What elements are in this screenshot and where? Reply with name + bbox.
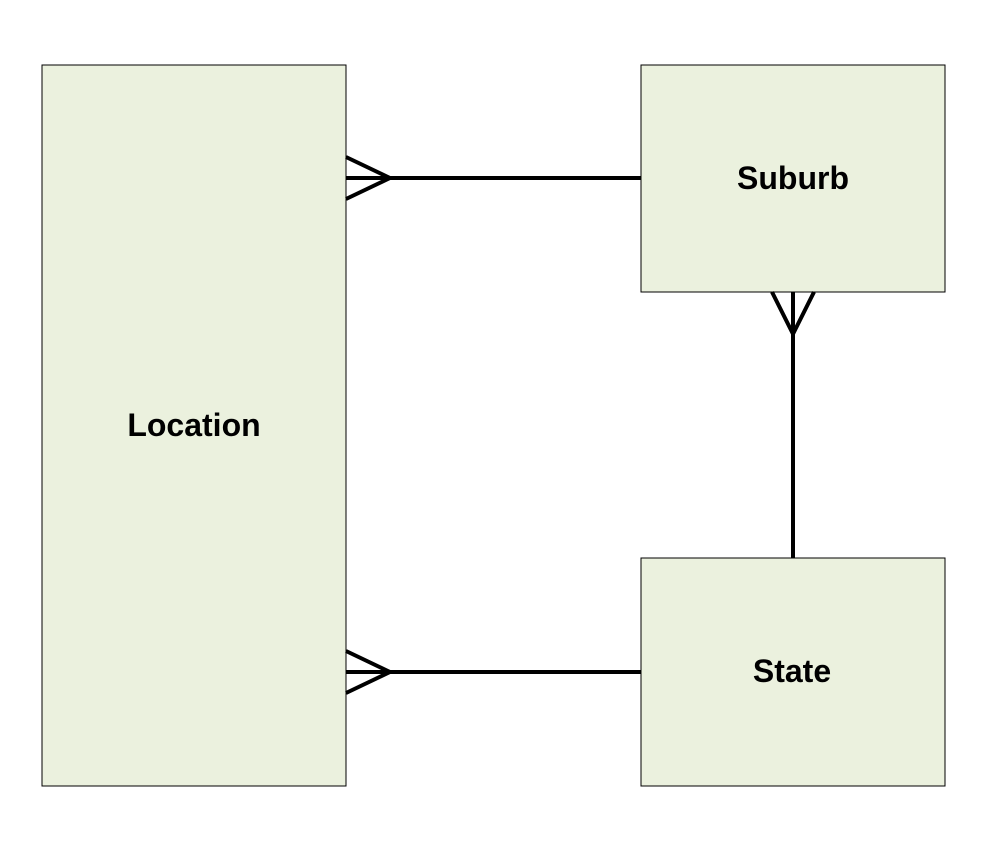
entity-state[interactable]: State [640,557,946,787]
crows-foot-icon [345,649,391,695]
crows-foot-icon [770,291,816,335]
entity-suburb[interactable]: Suburb [640,64,946,293]
entity-state-label: State [753,653,831,689]
entity-location-label: Location [127,407,260,443]
crows-foot-icon [345,155,391,201]
entity-suburb-box [640,64,946,293]
entity-location-box [41,64,347,787]
entity-suburb-label: Suburb [737,160,849,196]
entity-location[interactable]: Location [41,64,347,787]
relationship-state-location[interactable] [345,649,641,695]
relationship-suburb-location[interactable] [345,155,641,201]
relationship-state-suburb[interactable] [770,291,816,558]
